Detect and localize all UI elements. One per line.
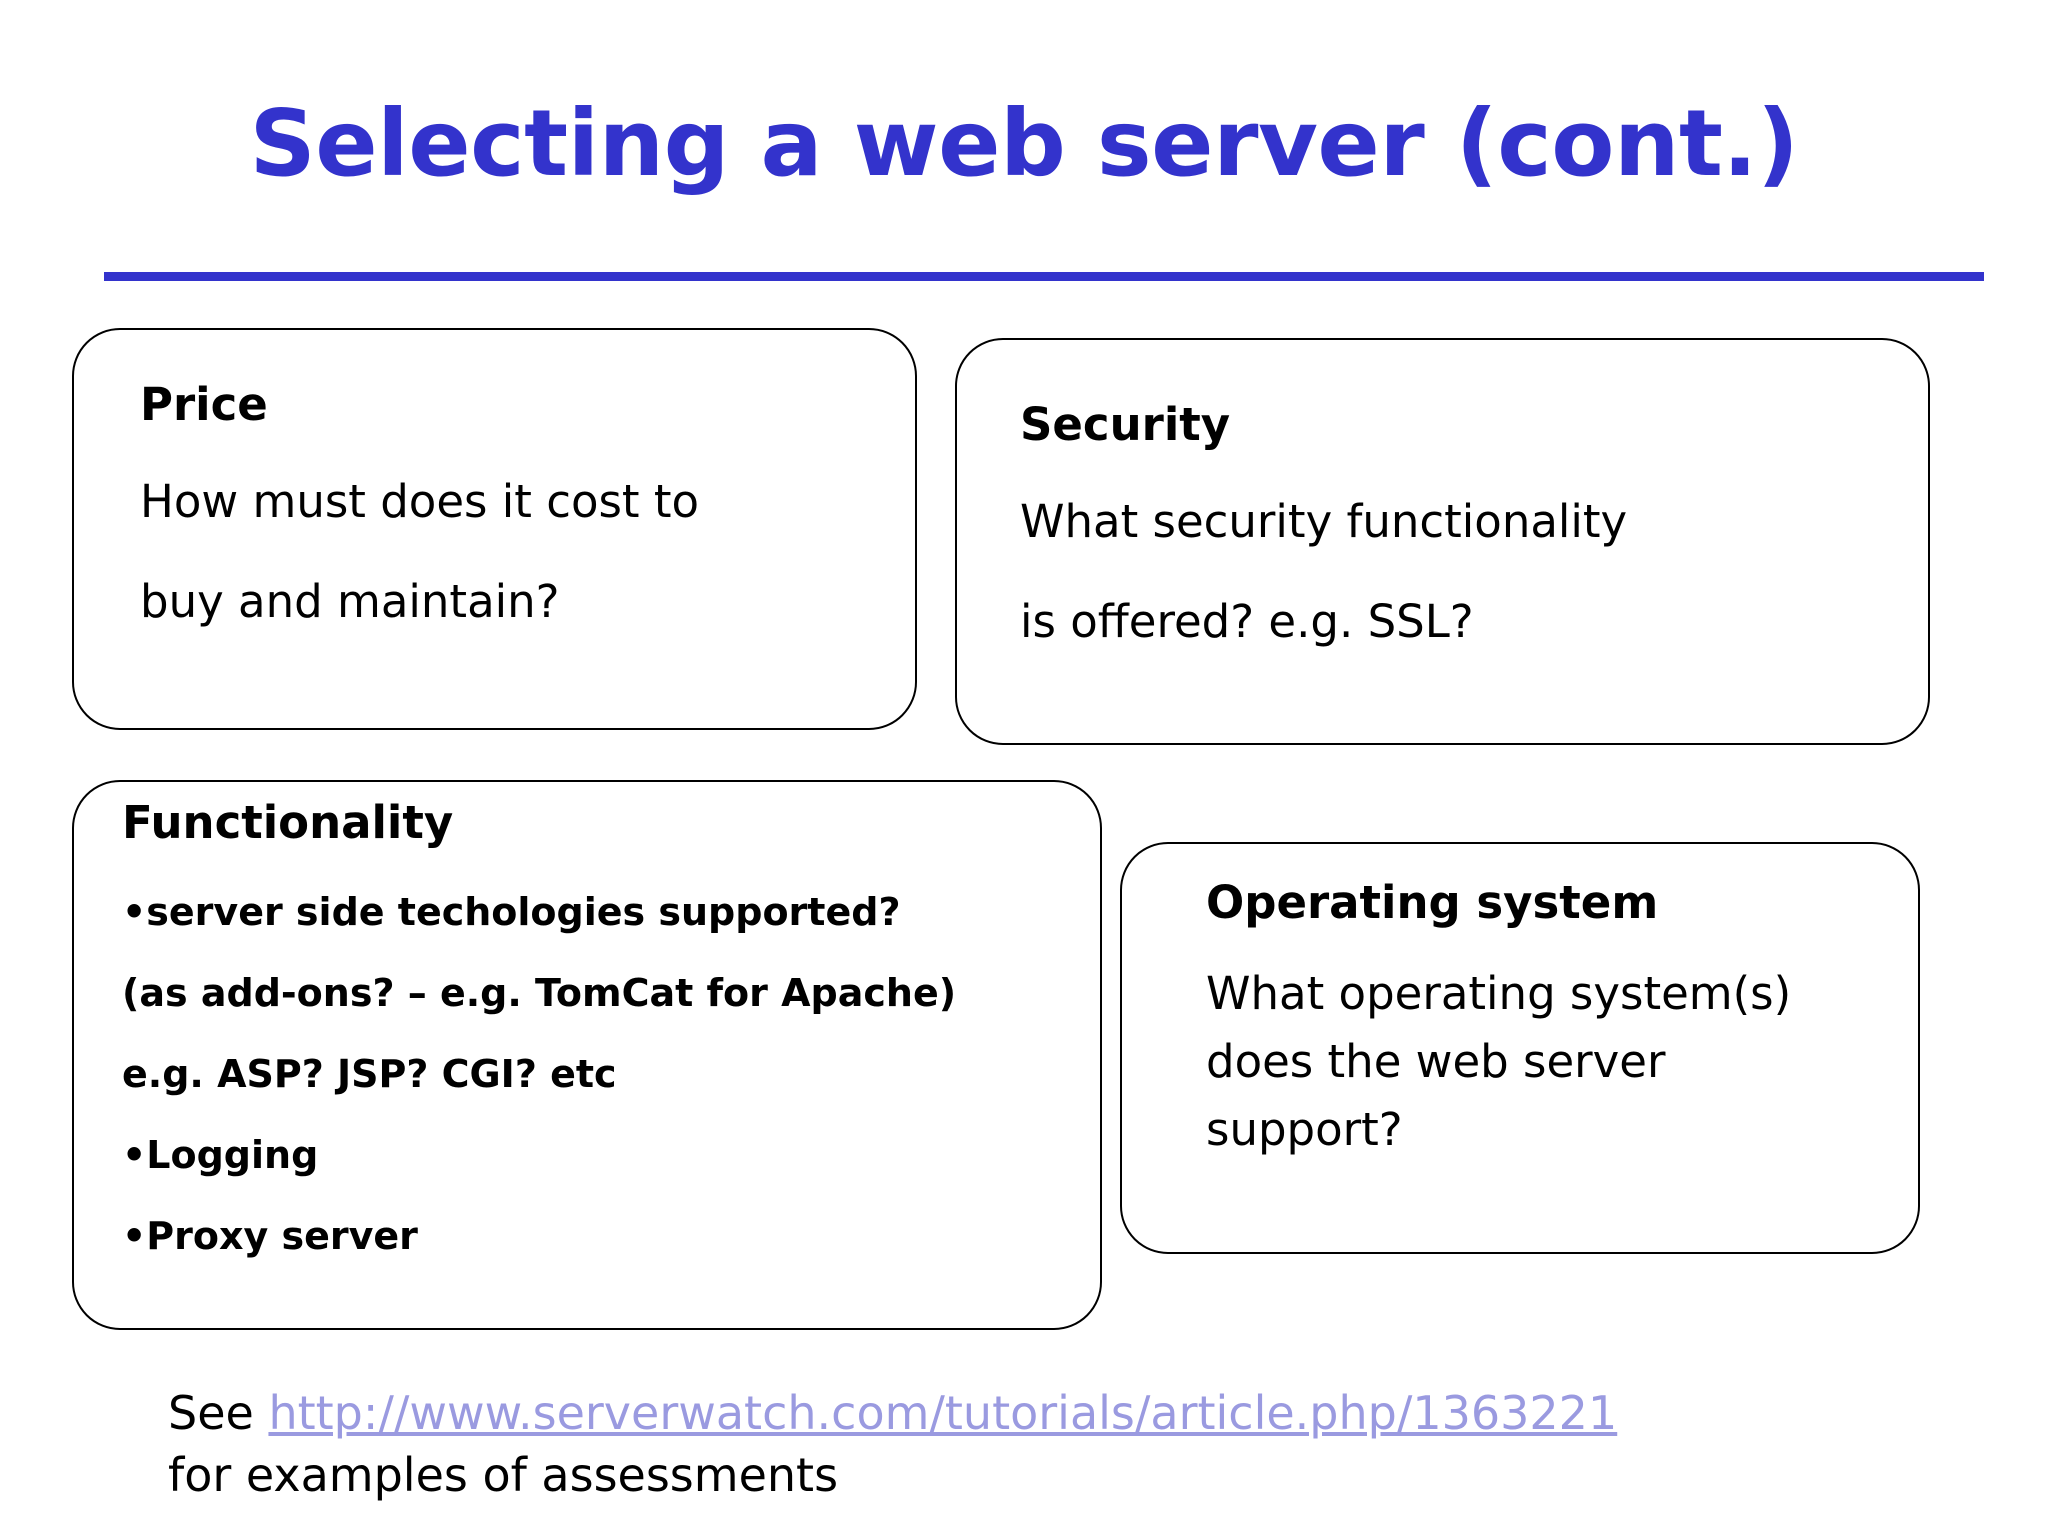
security-box bbox=[955, 338, 1930, 745]
price-box bbox=[72, 328, 917, 730]
price-box-line-1: How must does it cost to bbox=[140, 475, 700, 528]
footer-reference: See http://www.serverwatch.com/tutorials… bbox=[168, 1382, 1968, 1506]
security-box-heading: Security bbox=[1020, 398, 1231, 451]
operating-system-box-line-3: support? bbox=[1206, 1103, 1403, 1156]
functionality-bullet-4: •Logging bbox=[122, 1133, 319, 1177]
operating-system-box-line-2: does the web server bbox=[1206, 1035, 1666, 1088]
title-underline-rule bbox=[104, 272, 1984, 281]
price-box-heading: Price bbox=[140, 378, 268, 431]
serverwatch-article-link[interactable]: http://www.serverwatch.com/tutorials/art… bbox=[268, 1386, 1618, 1440]
functionality-box-heading: Functionality bbox=[122, 796, 454, 849]
operating-system-box bbox=[1120, 842, 1920, 1254]
functionality-bullet-1: •server side techologies supported? bbox=[122, 890, 901, 934]
functionality-bullet-3: e.g. ASP? JSP? CGI? etc bbox=[122, 1052, 617, 1096]
page-title: Selecting a web server (cont.) bbox=[249, 90, 1799, 197]
security-box-line-2: is offered? e.g. SSL? bbox=[1020, 595, 1474, 648]
operating-system-box-line-1: What operating system(s) bbox=[1206, 967, 1792, 1020]
security-box-line-1: What security functionality bbox=[1020, 495, 1628, 548]
functionality-bullet-2: (as add-ons? – e.g. TomCat for Apache) bbox=[122, 971, 957, 1015]
price-box-line-2: buy and maintain? bbox=[140, 575, 560, 628]
functionality-box bbox=[72, 780, 1102, 1330]
footer-prefix: See bbox=[168, 1386, 269, 1440]
functionality-bullet-5: •Proxy server bbox=[122, 1214, 418, 1258]
footer-suffix: for examples of assessments bbox=[168, 1448, 839, 1502]
operating-system-box-heading: Operating system bbox=[1206, 876, 1659, 929]
